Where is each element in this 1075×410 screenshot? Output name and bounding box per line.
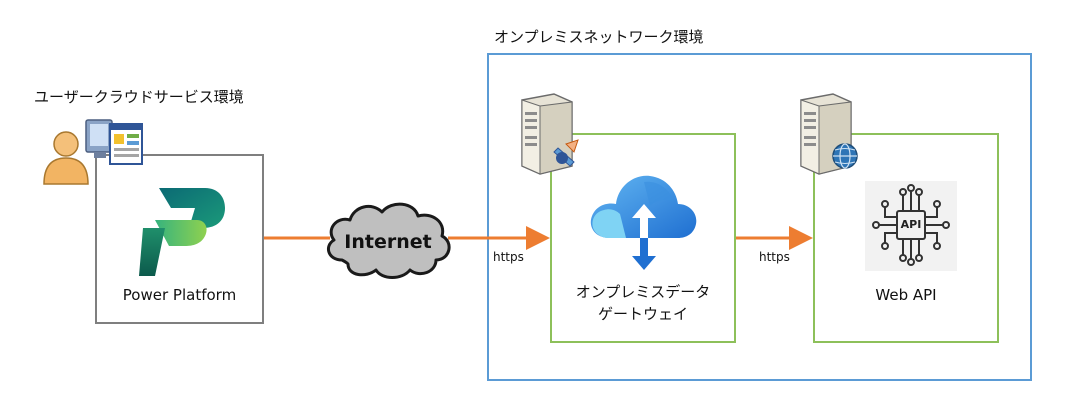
data-gateway-icon — [590, 175, 697, 270]
gateway-label-line2: ゲートウェイ — [597, 305, 688, 323]
gateway-label: オンプレミスデータ ゲートウェイ — [550, 281, 736, 325]
user-computer-icon — [43, 119, 143, 185]
api-chip-icon — [865, 181, 957, 271]
api-chip-label: API — [900, 218, 922, 231]
cloud-icon — [326, 202, 451, 279]
user-env-label: ユーザークラウドサービス環境 — [34, 88, 244, 106]
internet-label: Internet — [344, 231, 432, 253]
power-platform-logo — [139, 188, 225, 276]
https-label-1: https — [493, 250, 524, 264]
web-api-label: Web API — [875, 286, 937, 304]
power-platform-label: Power Platform — [122, 286, 237, 304]
server-icon — [521, 93, 579, 175]
gateway-label-line1: オンプレミスデータ — [575, 283, 711, 301]
https-label-2: https — [759, 250, 790, 264]
web-server-icon — [800, 93, 858, 175]
onprem-env-label: オンプレミスネットワーク環境 — [494, 28, 704, 46]
